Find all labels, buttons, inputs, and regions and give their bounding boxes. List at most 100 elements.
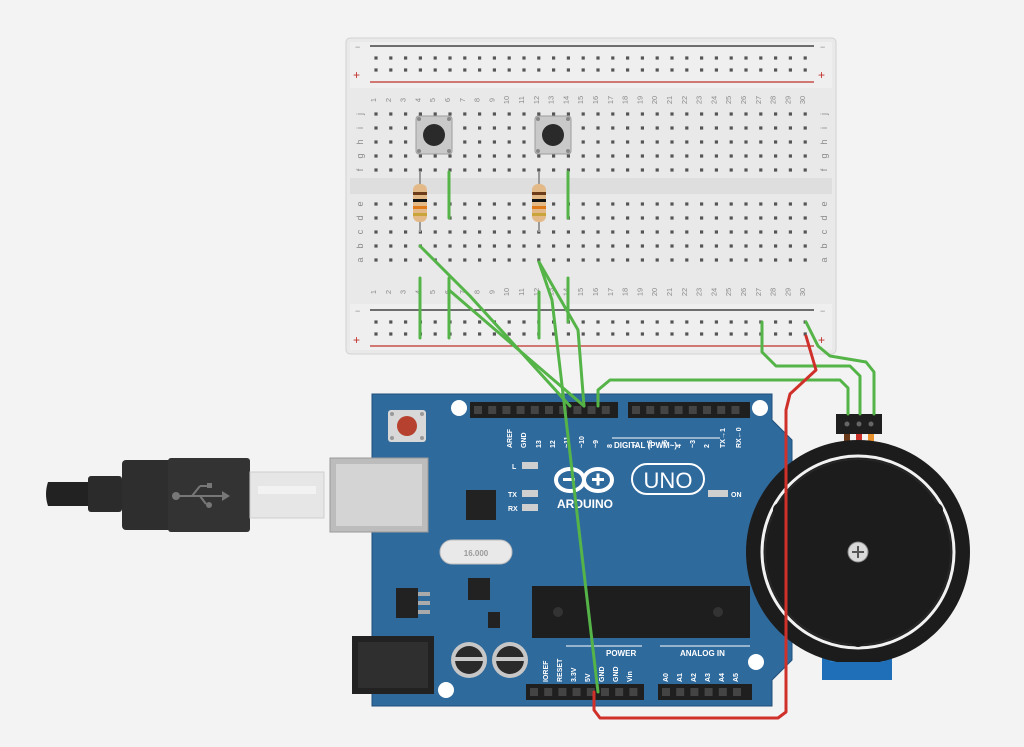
rail-hole[interactable] [640, 332, 644, 336]
breadboard-hole[interactable] [507, 154, 511, 158]
rail-hole[interactable] [463, 56, 467, 60]
breadboard-hole[interactable] [507, 140, 511, 144]
breadboard-hole[interactable] [700, 140, 704, 144]
rail-hole[interactable] [788, 56, 792, 60]
breadboard-hole[interactable] [433, 216, 437, 220]
breadboard-hole[interactable] [374, 154, 378, 158]
header-pin[interactable] [488, 406, 497, 414]
rail-hole[interactable] [700, 332, 704, 336]
breadboard-hole[interactable] [803, 126, 807, 130]
breadboard-hole[interactable] [581, 140, 585, 144]
header-pin[interactable] [674, 406, 683, 414]
breadboard-hole[interactable] [566, 154, 570, 158]
breadboard-hole[interactable] [788, 126, 792, 130]
breadboard-hole[interactable] [640, 216, 644, 220]
breadboard-hole[interactable] [507, 258, 511, 262]
rail-hole[interactable] [581, 320, 585, 324]
breadboard-hole[interactable] [478, 168, 482, 172]
breadboard-hole[interactable] [492, 126, 496, 130]
breadboard-hole[interactable] [744, 230, 748, 234]
rail-hole[interactable] [714, 68, 718, 72]
breadboard-hole[interactable] [744, 168, 748, 172]
breadboard-hole[interactable] [433, 112, 437, 116]
rail-hole[interactable] [803, 56, 807, 60]
rail-hole[interactable] [404, 320, 408, 324]
breadboard-hole[interactable] [522, 140, 526, 144]
breadboard-hole[interactable] [374, 216, 378, 220]
rail-hole[interactable] [374, 56, 378, 60]
breadboard-hole[interactable] [433, 168, 437, 172]
breadboard-hole[interactable] [552, 154, 556, 158]
breadboard-hole[interactable] [774, 230, 778, 234]
breadboard-hole[interactable] [803, 154, 807, 158]
breadboard-hole[interactable] [729, 258, 733, 262]
rail-hole[interactable] [566, 332, 570, 336]
breadboard-hole[interactable] [803, 230, 807, 234]
breadboard-hole[interactable] [640, 230, 644, 234]
rail-hole[interactable] [611, 320, 615, 324]
rail-hole[interactable] [626, 320, 630, 324]
header-pin[interactable] [502, 406, 511, 414]
breadboard-hole[interactable] [774, 168, 778, 172]
header-pin[interactable] [474, 406, 482, 414]
rail-hole[interactable] [655, 332, 659, 336]
breadboard-hole[interactable] [507, 168, 511, 172]
rail-hole[interactable] [433, 56, 437, 60]
header-pin[interactable] [615, 688, 624, 696]
breadboard-hole[interactable] [759, 126, 763, 130]
header-pin[interactable] [660, 406, 669, 414]
rail-hole[interactable] [448, 68, 452, 72]
rail-hole[interactable] [492, 68, 496, 72]
rail-hole[interactable] [374, 68, 378, 72]
breadboard-hole[interactable] [714, 244, 718, 248]
header-pin[interactable] [572, 688, 581, 696]
breadboard-hole[interactable] [566, 230, 570, 234]
breadboard-hole[interactable] [626, 168, 630, 172]
breadboard-hole[interactable] [581, 258, 585, 262]
breadboard-hole[interactable] [729, 140, 733, 144]
breadboard-hole[interactable] [714, 126, 718, 130]
breadboard-hole[interactable] [374, 258, 378, 262]
breadboard-hole[interactable] [670, 202, 674, 206]
breadboard-hole[interactable] [478, 258, 482, 262]
breadboard-hole[interactable] [744, 216, 748, 220]
rail-hole[interactable] [581, 332, 585, 336]
rail-hole[interactable] [418, 68, 422, 72]
breadboard-hole[interactable] [640, 112, 644, 116]
header-pin[interactable] [629, 688, 638, 696]
breadboard-hole[interactable] [492, 216, 496, 220]
rail-hole[interactable] [744, 56, 748, 60]
breadboard-hole[interactable] [522, 258, 526, 262]
breadboard-hole[interactable] [478, 154, 482, 158]
breadboard-hole[interactable] [759, 230, 763, 234]
rail-hole[interactable] [714, 320, 718, 324]
breadboard-hole[interactable] [788, 230, 792, 234]
breadboard-hole[interactable] [803, 112, 807, 116]
breadboard-hole[interactable] [448, 258, 452, 262]
breadboard-hole[interactable] [611, 112, 615, 116]
breadboard-hole[interactable] [418, 258, 422, 262]
breadboard-hole[interactable] [478, 244, 482, 248]
breadboard-hole[interactable] [774, 140, 778, 144]
rail-hole[interactable] [389, 56, 393, 60]
header-pin[interactable] [632, 406, 640, 414]
breadboard-hole[interactable] [744, 258, 748, 262]
breadboard-hole[interactable] [448, 244, 452, 248]
rail-hole[interactable] [404, 332, 408, 336]
breadboard-hole[interactable] [685, 202, 689, 206]
breadboard-hole[interactable] [492, 244, 496, 248]
breadboard-hole[interactable] [685, 258, 689, 262]
breadboard-hole[interactable] [596, 230, 600, 234]
breadboard-hole[interactable] [537, 168, 541, 172]
breadboard-hole[interactable] [788, 202, 792, 206]
breadboard-hole[interactable] [448, 154, 452, 158]
breadboard-hole[interactable] [788, 154, 792, 158]
breadboard-hole[interactable] [626, 230, 630, 234]
breadboard-hole[interactable] [507, 244, 511, 248]
breadboard-hole[interactable] [714, 154, 718, 158]
breadboard-hole[interactable] [611, 202, 615, 206]
breadboard-hole[interactable] [670, 230, 674, 234]
breadboard-hole[interactable] [685, 112, 689, 116]
rail-hole[interactable] [566, 56, 570, 60]
header-pin[interactable] [558, 688, 567, 696]
